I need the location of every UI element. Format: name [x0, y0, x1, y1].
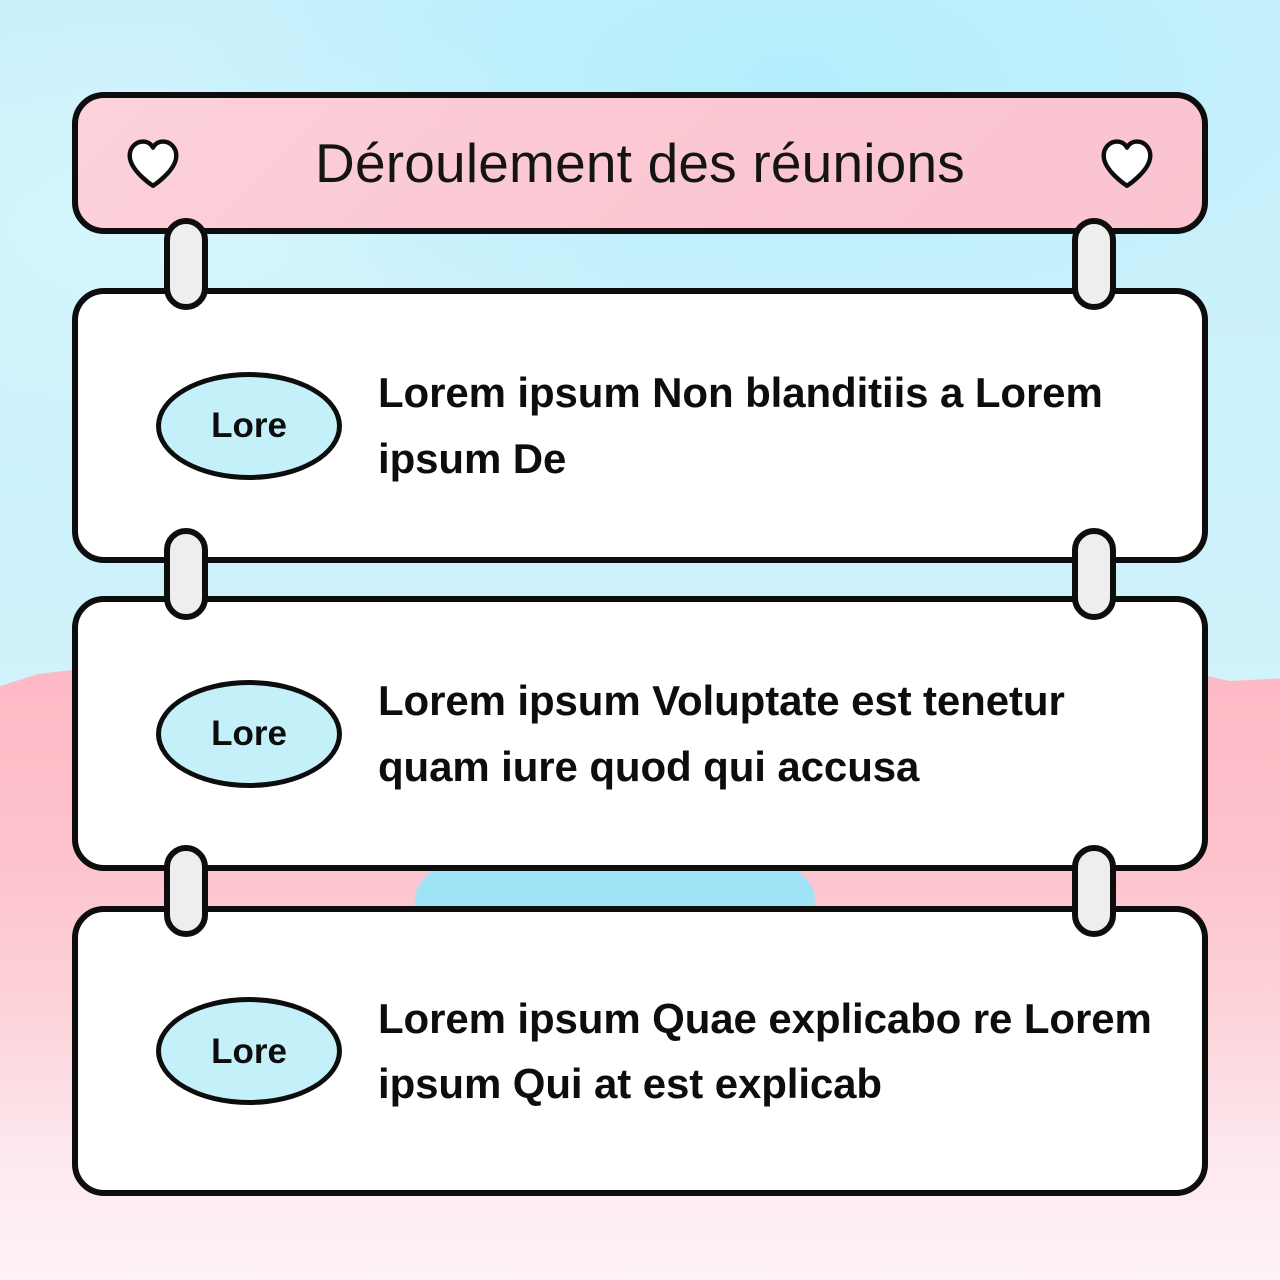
- card-text: Lorem ipsum Quae explicabo re Lorem ipsu…: [378, 994, 1152, 1107]
- card-inner: Lore Lorem ipsum Non blanditiis a Lorem …: [78, 294, 1202, 557]
- card-badge: Lore: [156, 997, 342, 1105]
- connector-pill: [1072, 845, 1116, 937]
- card-inner: Lore Lorem ipsum Voluptate est tenetur q…: [78, 602, 1202, 865]
- heart-icon: [126, 137, 180, 189]
- card-text: Lorem ipsum Non blanditiis a Lorem ipsum…: [378, 369, 1103, 482]
- card-badge-label: Lore: [211, 406, 287, 445]
- heart-icon: [1100, 137, 1154, 189]
- connector-pill: [164, 845, 208, 937]
- card-text: Lorem ipsum Voluptate est tenetur quam i…: [378, 677, 1065, 790]
- content-card: Lore Lorem ipsum Non blanditiis a Lorem …: [72, 288, 1208, 563]
- content-card: Lore Lorem ipsum Voluptate est tenetur q…: [72, 596, 1208, 871]
- card-inner: Lore Lorem ipsum Quae explicabo re Lorem…: [78, 912, 1202, 1190]
- connector-pill: [1072, 218, 1116, 310]
- connector-pill: [1072, 528, 1116, 620]
- card-badge-label: Lore: [211, 1031, 287, 1071]
- content-card: Lore Lorem ipsum Quae explicabo re Lorem…: [72, 906, 1208, 1196]
- page-title: Déroulement des réunions: [315, 131, 965, 194]
- card-badge: Lore: [156, 679, 342, 788]
- card-badge: Lore: [156, 371, 342, 480]
- header-banner: Déroulement des réunions: [72, 92, 1208, 234]
- card-badge-label: Lore: [211, 714, 287, 753]
- connector-pill: [164, 528, 208, 620]
- connector-pill: [164, 218, 208, 310]
